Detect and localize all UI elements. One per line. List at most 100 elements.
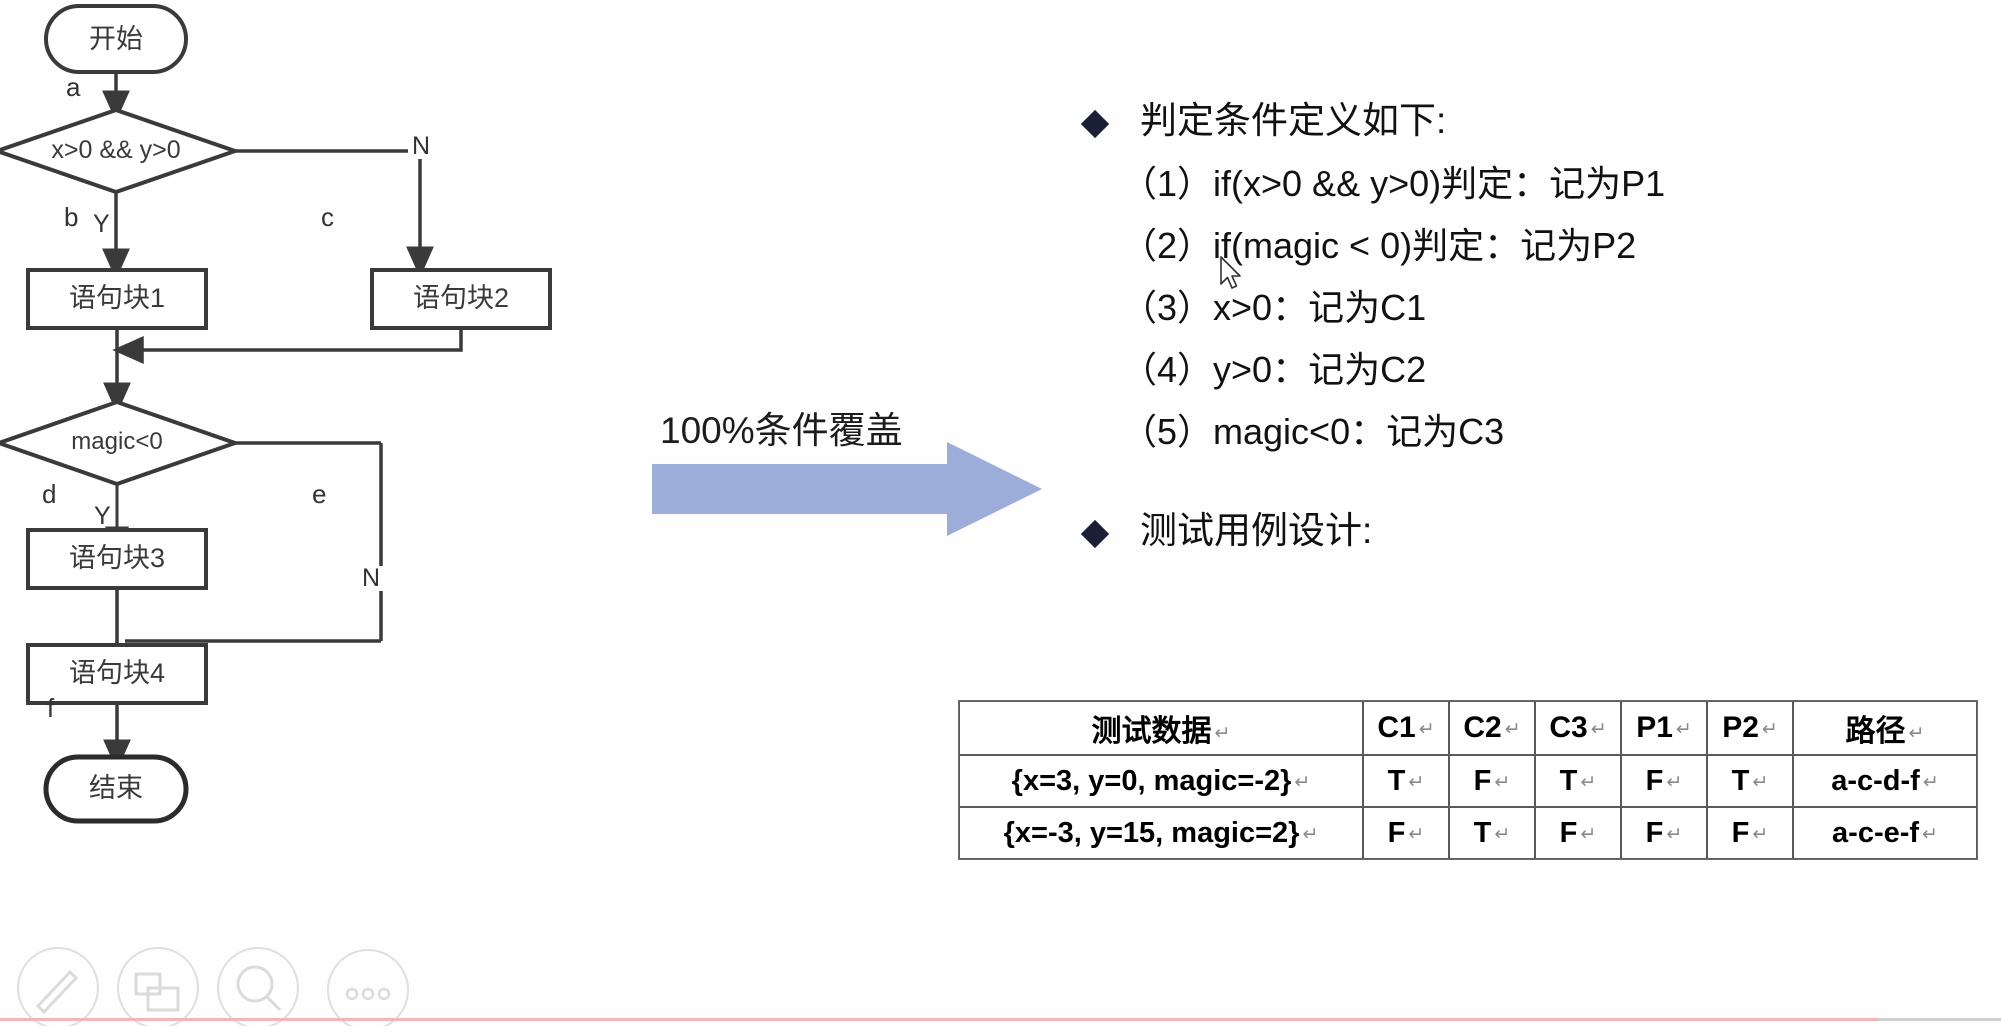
cell-p2-label: F (1731, 816, 1750, 849)
header-test-data-label: 测试数据 (1091, 715, 1212, 748)
cell-p1: F↵ (1621, 807, 1707, 859)
progress-played (0, 1018, 1878, 1021)
cell-c3-label: T (1559, 764, 1578, 797)
node-end-shape (43, 754, 189, 824)
edge-label-a: a (66, 72, 81, 102)
cell-p2-label: T (1731, 764, 1750, 797)
cell-test-data: {x=-3, y=15, magic=2}↵ (959, 807, 1363, 859)
cell-c2-label: T (1473, 816, 1492, 849)
cell-c2: F↵ (1449, 755, 1535, 807)
section-heading-testcases-label: 测试用例设计: (1140, 510, 1373, 552)
cell-p1: F↵ (1621, 755, 1707, 807)
header-path-label: 路径 (1845, 715, 1906, 748)
node-block4-label: 语句块4 (68, 658, 166, 688)
coverage-arrow-shape (652, 442, 1042, 536)
progress-remaining (1878, 1018, 2001, 1021)
pilcrow-mark: ↵ (1294, 771, 1311, 793)
cell-path-label: a-c-d-f (1831, 764, 1920, 797)
pilcrow-mark: ↵ (1302, 823, 1319, 845)
pilcrow-mark: ↵ (1752, 823, 1769, 845)
node-block1-label: 语句块1 (68, 283, 166, 313)
pilcrow-mark: ↵ (1752, 771, 1769, 793)
table-row: {x=-3, y=15, magic=2}↵ F↵ T↵ F↵ F↵ (959, 807, 1977, 859)
coverage-arrow-caption: 100%条件覆盖 (660, 410, 903, 451)
node-block3-label: 语句块3 (68, 543, 166, 573)
pilcrow-mark: ↵ (1418, 719, 1435, 740)
header-c3: C3↵ (1535, 701, 1621, 755)
branch-label-decision2-yes: Y (94, 502, 111, 530)
node-end-label: 结束 (89, 773, 143, 803)
pilcrow-mark: ↵ (1580, 771, 1597, 793)
pilcrow-mark: ↵ (1666, 823, 1683, 845)
table-header-row: 测试数据↵ C1↵ C2↵ C3↵ P1↵ P2↵ (959, 701, 1977, 755)
node-block3-shape (26, 528, 208, 590)
edge-label-b: b (64, 202, 79, 232)
cell-c1: F↵ (1363, 807, 1449, 859)
header-c1-label: C1 (1377, 711, 1416, 744)
flowchart-diagram: 开始 x>0 && y>0 语句块1 语句块2 magic<0 语句块3 语句块… (0, 0, 620, 1026)
node-decision2-label: magic<0 (71, 428, 163, 455)
table-row: {x=3, y=0, magic=-2}↵ T↵ F↵ T↵ F↵ (959, 755, 1977, 807)
cell-c1: T↵ (1363, 755, 1449, 807)
condition-item-3: （3）x>0：记为C1 (1121, 287, 1427, 329)
branch-label-decision2-no: N (358, 566, 385, 591)
cell-c3: F↵ (1535, 807, 1621, 859)
header-p1: P1↵ (1621, 701, 1707, 755)
cell-c3-label: F (1559, 816, 1578, 849)
pilcrow-mark: ↵ (1214, 723, 1231, 744)
coverage-arrow-block: 100%条件覆盖 (652, 400, 1080, 540)
cell-test-data-label: {x=-3, y=15, magic=2} (1003, 816, 1300, 849)
header-c1: C1↵ (1363, 701, 1449, 755)
node-decision1-label: x>0 && y>0 (51, 136, 181, 164)
pilcrow-mark: ↵ (1408, 823, 1425, 845)
node-block2-label: 语句块2 (412, 283, 510, 313)
edge-label-f: f (47, 693, 55, 723)
condition-item-2: （2）if(magic < 0)判定：记为P2 (1121, 225, 1637, 267)
diamond-bullet-icon (1080, 109, 1110, 139)
cell-c1-label: T (1387, 764, 1406, 797)
cell-c1-label: F (1387, 816, 1406, 849)
node-block4-shape (26, 643, 208, 705)
branch-label-decision1-no: N (408, 134, 435, 159)
condition-item-4: （4）y>0：记为C2 (1121, 349, 1427, 391)
playback-progress-bar[interactable] (0, 1018, 2001, 1022)
flowchart-svg (0, 4, 552, 824)
pilcrow-mark: ↵ (1408, 771, 1425, 793)
header-p2-label: P2 (1722, 711, 1759, 744)
cell-p1-label: F (1645, 764, 1664, 797)
cell-c2-label: F (1473, 764, 1492, 797)
header-test-data: 测试数据↵ (959, 701, 1363, 755)
branch-label-decision1-yes: Y (93, 210, 110, 238)
cell-p1-label: F (1645, 816, 1664, 849)
header-c2-label: C2 (1463, 711, 1502, 744)
header-c3-label: C3 (1549, 711, 1588, 744)
pilcrow-mark: ↵ (1675, 719, 1692, 740)
pilcrow-mark: ↵ (1666, 771, 1683, 793)
header-p2: P2↵ (1707, 701, 1793, 755)
test-case-table: 测试数据↵ C1↵ C2↵ C3↵ P1↵ P2↵ (958, 700, 1978, 860)
pilcrow-mark: ↵ (1922, 771, 1939, 793)
edge-label-c: c (321, 202, 334, 232)
pilcrow-mark: ↵ (1494, 823, 1511, 845)
node-start-label: 开始 (89, 24, 143, 54)
cell-path-label: a-c-e-f (1832, 816, 1920, 849)
cell-test-data: {x=3, y=0, magic=-2}↵ (959, 755, 1363, 807)
node-block1-shape (26, 268, 208, 330)
edge-block2-merge (112, 328, 463, 364)
section-heading-testcases: 测试用例设计: (1080, 508, 1995, 554)
pilcrow-mark: ↵ (1494, 771, 1511, 793)
edge-label-d: d (42, 479, 57, 509)
header-c2: C2↵ (1449, 701, 1535, 755)
test-case-table-wrapper: 测试数据↵ C1↵ C2↵ C3↵ P1↵ P2↵ (958, 700, 1978, 860)
pilcrow-mark: ↵ (1761, 719, 1778, 740)
section-heading-conditions-label: 判定条件定义如下: (1140, 100, 1447, 141)
pilcrow-mark: ↵ (1908, 723, 1925, 744)
cell-path: a-c-d-f↵ (1793, 755, 1977, 807)
cell-c2: T↵ (1449, 807, 1535, 859)
condition-item-1: （1）if(x>0 && y>0)判定：记为P1 (1121, 163, 1666, 205)
edge-label-e: e (312, 479, 327, 509)
pilcrow-mark: ↵ (1922, 823, 1938, 845)
cell-c3: T↵ (1535, 755, 1621, 807)
cell-test-data-label: {x=3, y=0, magic=-2} (1011, 764, 1292, 797)
